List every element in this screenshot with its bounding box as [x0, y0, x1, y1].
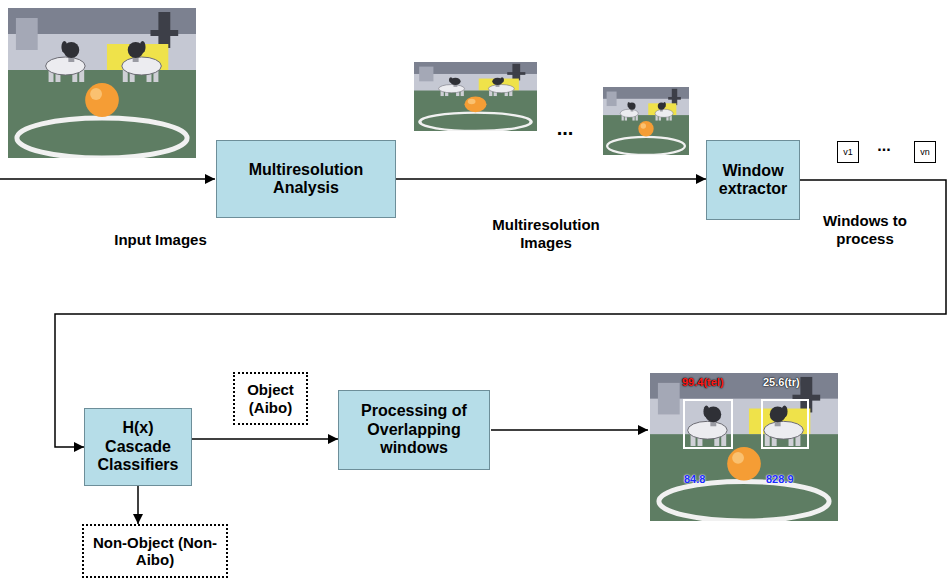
- flow-arrow: [137, 486, 139, 524]
- scaled-photo: [414, 62, 537, 131]
- score-label: 25.6(tr): [763, 376, 800, 389]
- process-box: Window extractor: [706, 140, 800, 220]
- node-text: Non-Object (Non-Aibo): [87, 534, 223, 569]
- class-output-box: Non-Object (Non-Aibo): [82, 524, 228, 578]
- classifier-box: H(x) Cascade Classifiers: [84, 408, 192, 486]
- flow-arrow: [396, 178, 706, 180]
- stage-label: Input Images: [98, 231, 223, 249]
- ellipsis: ...: [866, 136, 902, 155]
- node-text: H(x) Cascade Classifiers: [90, 419, 186, 474]
- window-box: vn: [914, 141, 936, 163]
- detection-box: [762, 400, 808, 448]
- score-label: 99.4(tel): [682, 376, 724, 389]
- flow-arrow: [192, 438, 338, 440]
- process-box: Multiresolution Analysis: [216, 140, 396, 218]
- node-text: Object (Aibo): [238, 381, 303, 416]
- node-text: Processing of Overlapping windows: [344, 402, 484, 457]
- score-label: 84.8: [684, 473, 705, 486]
- stage-label: Multiresolution Images: [466, 216, 626, 252]
- node-text: vn: [915, 148, 935, 157]
- node-text: Window extractor: [712, 162, 794, 199]
- scaled-photo: [603, 87, 689, 155]
- process-box: Processing of Overlapping windows: [338, 390, 490, 470]
- score-label: 828.9: [766, 473, 794, 486]
- class-output-box: Object (Aibo): [233, 372, 308, 425]
- flow-arrow: [55, 180, 946, 447]
- node-text: v1: [838, 148, 858, 157]
- input-photo: [8, 8, 196, 158]
- output-arrow: [491, 429, 648, 431]
- window-box: v1: [837, 141, 859, 163]
- detection-box: [684, 400, 732, 448]
- node-text: Multiresolution Analysis: [222, 161, 390, 198]
- ellipsis: ...: [548, 116, 582, 140]
- output-photo: [650, 373, 838, 521]
- input-arrow: [0, 178, 215, 180]
- stage-label: Windows to process: [810, 212, 920, 248]
